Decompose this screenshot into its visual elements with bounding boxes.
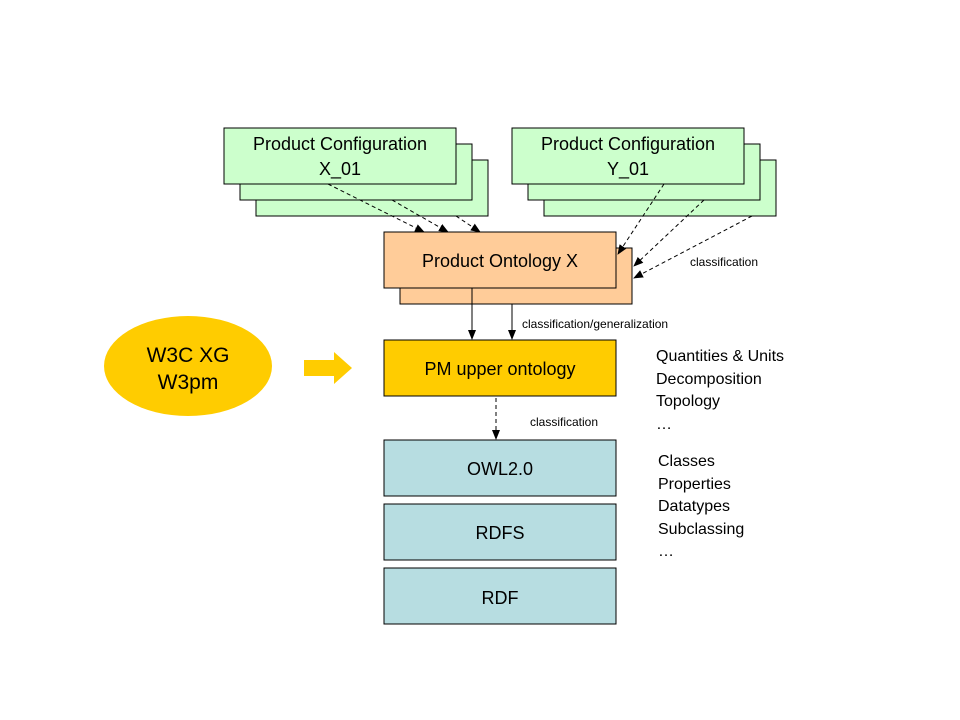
edge-config-x-3	[455, 215, 481, 233]
upper-ontology-notes: Quantities & Units Decomposition Topolog…	[656, 346, 784, 436]
owl-note-item: Subclassing	[658, 520, 745, 538]
w3c-xg-bubble[interactable]	[104, 316, 272, 416]
upper-note-item: Quantities & Units	[656, 348, 785, 365]
owl-label: OWL2.0	[467, 459, 533, 479]
owl-note-item: Classes	[658, 453, 715, 470]
rdfs-box[interactable]	[383, 503, 617, 561]
owl-box[interactable]	[383, 439, 617, 497]
product-configuration-y-stack: Product Configuration Y_01	[511, 127, 777, 217]
product-ontology-x-label: Product Ontology X	[422, 251, 578, 271]
upper-note-item: Decomposition	[656, 370, 762, 388]
pm-upper-ontology-box[interactable]	[383, 339, 617, 397]
product-configuration-x-stack: Product Configuration X_01	[223, 127, 489, 217]
product-ontology-x-box[interactable]	[383, 231, 617, 289]
classification-generalization-label: classification/generalization	[522, 317, 668, 331]
ontology-to-upper-edges	[468, 288, 516, 340]
classification-label-lower: classification	[530, 415, 598, 429]
product-configuration-x-id: X_01	[319, 159, 361, 180]
owl-notes: Classes Properties Datatypes Subclassing…	[658, 451, 744, 564]
product-configuration-x-title: Product Configuration	[253, 134, 427, 154]
rdf-box[interactable]	[383, 567, 617, 625]
edge-config-x-1	[327, 183, 425, 233]
rdf-label: RDF	[482, 588, 519, 608]
pm-upper-ontology-label: PM upper ontology	[424, 359, 575, 379]
owl-note-item: Properties	[658, 475, 731, 493]
edge-config-y-3	[633, 215, 753, 279]
block-arrow-icon	[304, 352, 352, 384]
w3pm-label: W3pm	[158, 371, 219, 394]
owl-note-item: …	[658, 543, 674, 560]
owl-note-item: Datatypes	[658, 498, 731, 515]
product-configuration-y-id: Y_01	[607, 159, 649, 180]
configuration-to-ontology-edges	[327, 183, 753, 279]
upper-note-item: …	[656, 415, 672, 433]
product-ontology-x-stack: Product Ontology X	[383, 231, 633, 305]
product-configuration-y-title: Product Configuration	[541, 134, 715, 154]
classification-label-right: classification	[690, 255, 758, 269]
w3c-xg-label: W3C XG	[147, 344, 230, 367]
upper-note-item: Topology	[656, 393, 721, 410]
edge-config-y-2	[633, 199, 705, 267]
product-configuration-x-box[interactable]	[223, 127, 457, 185]
rdfs-label: RDFS	[476, 523, 525, 543]
product-configuration-y-box[interactable]	[511, 127, 745, 185]
edge-config-x-2	[391, 199, 449, 233]
